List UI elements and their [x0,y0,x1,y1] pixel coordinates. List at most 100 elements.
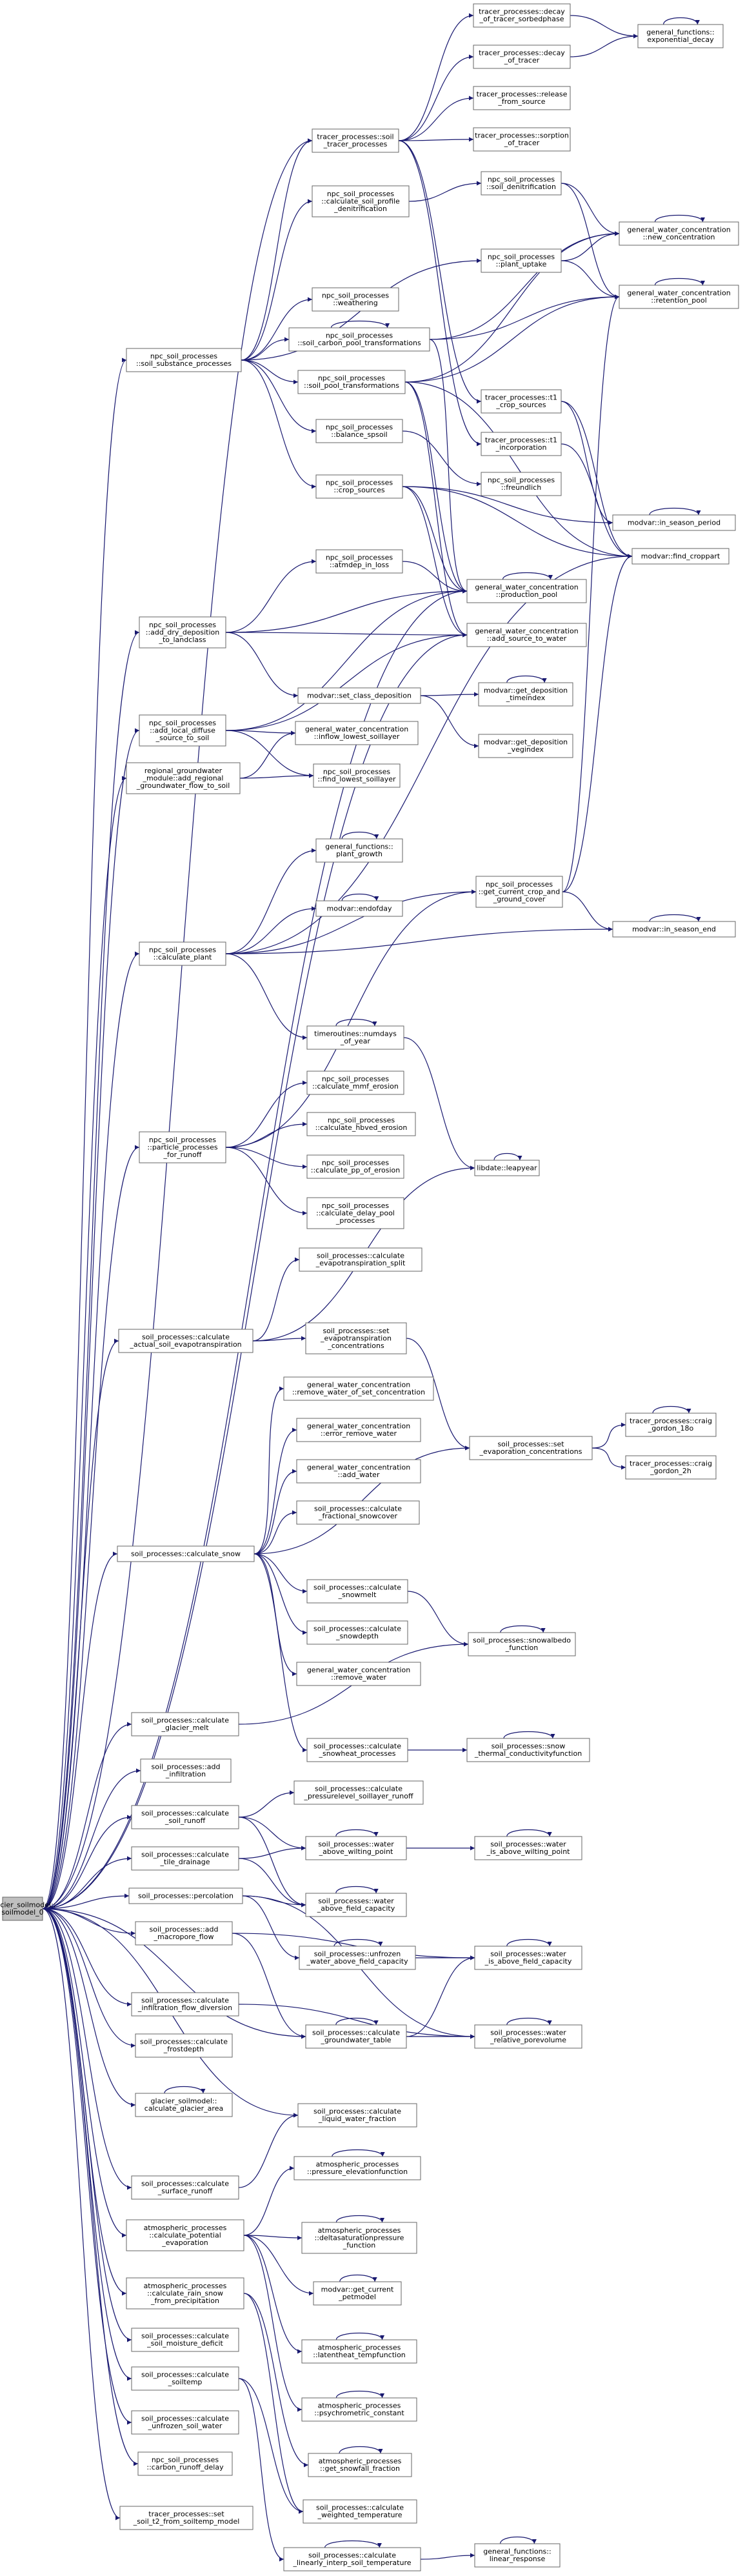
node-tr-sorption[interactable]: tracer_processes::sorption_of_tracer [473,127,571,152]
node-box[interactable] [118,1329,253,1353]
node-box[interactable] [313,763,401,788]
node-box[interactable] [312,287,399,312]
node-box[interactable] [135,2033,233,2058]
node-sp-frac-snow[interactable]: soil_processes::calculate_fractional_sno… [296,1500,420,1525]
node-mv-set-class-dep[interactable]: modvar::set_class_deposition [297,687,421,704]
node-sp-snowheat[interactable]: soil_processes::calculate_snowheat_proce… [306,1738,408,1762]
node-box[interactable] [126,762,241,794]
node-box[interactable] [135,1921,233,1946]
node-box[interactable] [466,579,587,603]
node-sp-evap-split[interactable]: soil_processes::calculate_evapotranspira… [299,1247,422,1272]
node-sp-frostdepth[interactable]: soil_processes::calculate_frostdepth [135,2033,233,2058]
node-tr-decay[interactable]: tracer_processes::decay_of_tracer [473,45,571,69]
node-box[interactable] [2,1897,43,1921]
node-rg-module[interactable]: regional_groundwater_module::add_regiona… [126,762,241,794]
node-box[interactable] [312,185,410,217]
node-box[interactable] [297,370,406,394]
node-box[interactable] [474,2543,561,2568]
node-box[interactable] [466,623,587,647]
node-box[interactable] [306,1071,404,1095]
node-box[interactable] [117,1545,255,1562]
node-tr-decay-sorbed[interactable]: tracer_processes::decay_of_tracer_sorbed… [473,3,571,28]
node-box[interactable] [625,1413,717,1437]
node-box[interactable] [131,2175,239,2200]
node-npc-local-diffuse[interactable]: npc_soil_processes::add_local_diffuse_so… [139,714,226,747]
node-box[interactable] [131,2366,239,2391]
node-npc-carbon-runoff[interactable]: npc_soil_processes::carbon_runoff_delay [137,2451,233,2476]
node-box[interactable] [468,1632,576,1656]
node-box[interactable] [315,838,403,863]
node-ap-latentheat[interactable]: atmospheric_processes::latentheat_tempfu… [301,2339,417,2364]
node-box[interactable] [619,285,739,309]
node-box[interactable] [481,472,562,496]
node-box[interactable] [315,474,403,499]
node-box[interactable] [306,1154,404,1179]
node-tr-release[interactable]: tracer_processes::release_from_source [473,86,571,110]
node-mv-get-dep-veg[interactable]: modvar::get_deposition_vegindex [478,734,573,758]
node-box[interactable] [473,3,571,28]
node-gf-plant-growth[interactable]: general_functions::plant_growth [315,838,403,863]
node-tr-set-t2[interactable]: tracer_processes::set_soil_t2_from_soilt… [119,2506,253,2530]
node-sp-groundwater-table[interactable]: soil_processes::calculate_groundwater_ta… [305,2024,407,2049]
node-box[interactable] [305,2024,407,2049]
node-box[interactable] [131,1846,239,1871]
node-box[interactable] [293,1780,424,1805]
node-box[interactable] [313,2281,402,2306]
node-box[interactable] [283,1376,434,1401]
node-box[interactable] [481,432,562,456]
node-npc-substance[interactable]: npc_soil_processes::soil_substance_proce… [126,348,242,372]
node-box[interactable] [296,1418,421,1442]
node-tr-numdays[interactable]: timeroutines::numdays_of_year [306,1025,404,1050]
node-box[interactable] [473,86,571,110]
node-ap-psychrometric[interactable]: atmospheric_processes::psychrometric_con… [301,2397,417,2422]
node-gwc-error-remove[interactable]: general_water_concentration::error_remov… [296,1418,421,1442]
node-box[interactable] [306,1579,408,1604]
node-mv-in-season[interactable]: modvar::in_season_period [612,514,736,531]
node-box[interactable] [283,2547,421,2571]
node-sp-is-above-wilting[interactable]: soil_processes::water_is_above_wilting_p… [474,1836,582,1860]
node-box[interactable] [303,2499,417,2524]
node-sp-above-wilting[interactable]: soil_processes::water_above_wilting_poin… [305,1836,407,1860]
node-box[interactable] [296,1662,421,1686]
node-sp-relative-pore[interactable]: soil_processes::water_relative_porevolum… [474,2024,582,2049]
node-sp-add-infil[interactable]: soil_processes::add_infiltration [140,1758,232,1783]
node-gwc-add-source[interactable]: general_water_concentration::add_source_… [466,623,587,647]
node-npc-freundlich[interactable]: npc_soil_processes::freundlich [481,472,562,496]
node-mv-in-season-end[interactable]: modvar::in_season_end [612,921,736,938]
node-tr-soil-tracer[interactable]: tracer_processes::soil_tracer_processes [312,128,399,153]
node-box[interactable] [473,127,571,152]
node-box[interactable] [481,389,562,414]
node-box[interactable] [293,2156,421,2180]
node-box[interactable] [619,221,739,246]
node-tr-t1-crop[interactable]: tracer_processes::t1_crop_sources [481,389,562,414]
node-box[interactable] [306,1620,408,1645]
node-box[interactable] [139,616,226,649]
node-box[interactable] [288,327,430,352]
node-box[interactable] [139,1131,226,1163]
node-ap-snowfall-frac[interactable]: atmospheric_processes::get_snowfall_frac… [308,2453,412,2477]
node-lib-leapyear[interactable]: libdate::leapyear [474,1160,540,1176]
node-sp-glacier-melt[interactable]: soil_processes::calculate_glacier_melt [131,1712,239,1736]
node-sp-liquid-water[interactable]: soil_processes::calculate_liquid_water_f… [297,2103,417,2128]
node-npc-crop-sources[interactable]: npc_soil_processes::crop_sources [315,474,403,499]
node-sp-tile-drainage[interactable]: soil_processes::calculate_tile_drainage [131,1846,239,1871]
node-npc-particle[interactable]: npc_soil_processes::particle_processes_f… [139,1131,226,1163]
node-box[interactable] [131,2328,239,2352]
node-mv-endofday[interactable]: modvar::endofday [315,900,403,917]
node-gs-glacier-area[interactable]: glacier_soilmodel::calculate_glacier_are… [135,2093,233,2117]
node-box[interactable] [315,900,403,917]
node-npc-plant-uptake[interactable]: npc_soil_processes::plant_uptake [481,248,562,273]
node-box[interactable] [137,2451,233,2476]
node-sp-unfrozen-soil[interactable]: soil_processes::calculate_unfrozen_soil_… [131,2410,239,2435]
node-sp-set-evaporation[interactable]: soil_processes::set_evaporation_concentr… [469,1436,593,1460]
node-gf-exp[interactable]: general_functions::exponential_decay [637,24,724,48]
node-box[interactable] [296,1500,420,1525]
node-box[interactable] [139,941,226,966]
node-box[interactable] [128,1887,243,1904]
node-box[interactable] [478,734,573,758]
node-ap-rain-snow[interactable]: atmospheric_processes::calculate_rain_sn… [126,2277,244,2309]
node-box[interactable] [315,549,403,574]
node-box[interactable] [478,682,573,707]
node-box[interactable] [126,2219,244,2251]
node-box[interactable] [481,171,562,196]
